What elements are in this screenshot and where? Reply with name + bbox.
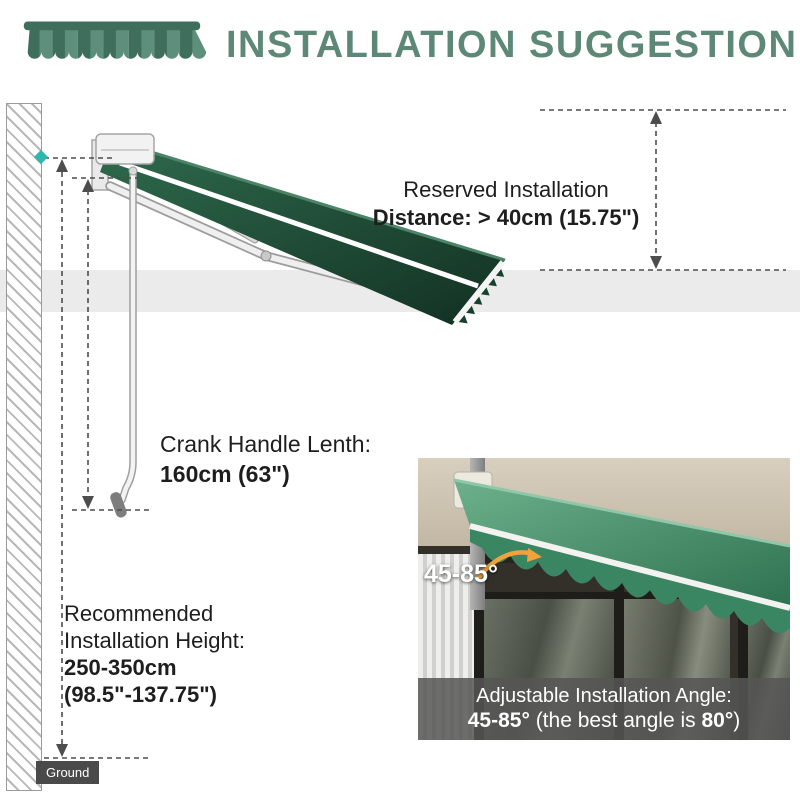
crank-handle [110, 166, 138, 518]
reserved-distance-label: Reserved Installation Distance: > 40cm (… [360, 176, 652, 232]
inset-photo: 45-85° Adjustable Installation Angle: 45… [418, 458, 790, 740]
inset-window-frame [614, 554, 624, 740]
crank-line1: Crank Handle Lenth: [160, 431, 371, 457]
measure-reserved-distance [540, 109, 786, 271]
caption-line1: Adjustable Installation Angle: [476, 685, 732, 707]
inset-window-frame [738, 554, 748, 740]
inset-awning-illustration [453, 458, 790, 634]
fabric-rail-highlight [119, 160, 479, 289]
awning-logo-icon [23, 21, 207, 59]
angle-badge: 45-85° [424, 560, 498, 588]
header: INSTALLATION SUGGESTION [14, 16, 797, 74]
height-line3: 250-350cm [64, 655, 177, 680]
inset-front-bar [469, 523, 790, 611]
measure-installation-height [44, 157, 152, 759]
inset-window-rail [474, 592, 790, 599]
crank-grip [110, 492, 127, 518]
awning-fabric [100, 140, 505, 325]
wall-hatch-graphic [6, 103, 42, 791]
reserved-line1: Reserved Installation [403, 177, 609, 202]
crank-length-label: Crank Handle Lenth: 160cm (63") [160, 429, 371, 489]
height-line4: (98.5"-137.75") [64, 682, 217, 707]
measure-crank-length [72, 177, 152, 511]
installation-height-label: Recommended Installation Height: 250-350… [64, 600, 245, 708]
ground-label: Ground [36, 761, 100, 784]
height-line2: Installation Height: [64, 628, 245, 653]
inset-caption: Adjustable Installation Angle: 45-85° (t… [418, 678, 790, 740]
front-bar [452, 260, 506, 324]
inset-wavy-valance [470, 526, 790, 634]
caption-line2: 45-85° (the best angle is 80°) [467, 709, 741, 732]
page-title: INSTALLATION SUGGESTION [226, 23, 798, 66]
inset-window-frame [474, 554, 484, 740]
height-line1: Recommended [64, 601, 214, 626]
inset-fabric [454, 480, 790, 608]
awning-illustration [91, 133, 506, 325]
crank-line2: 160cm (63") [160, 461, 290, 487]
reserved-line2: Distance: > 40cm (15.75") [372, 205, 640, 230]
